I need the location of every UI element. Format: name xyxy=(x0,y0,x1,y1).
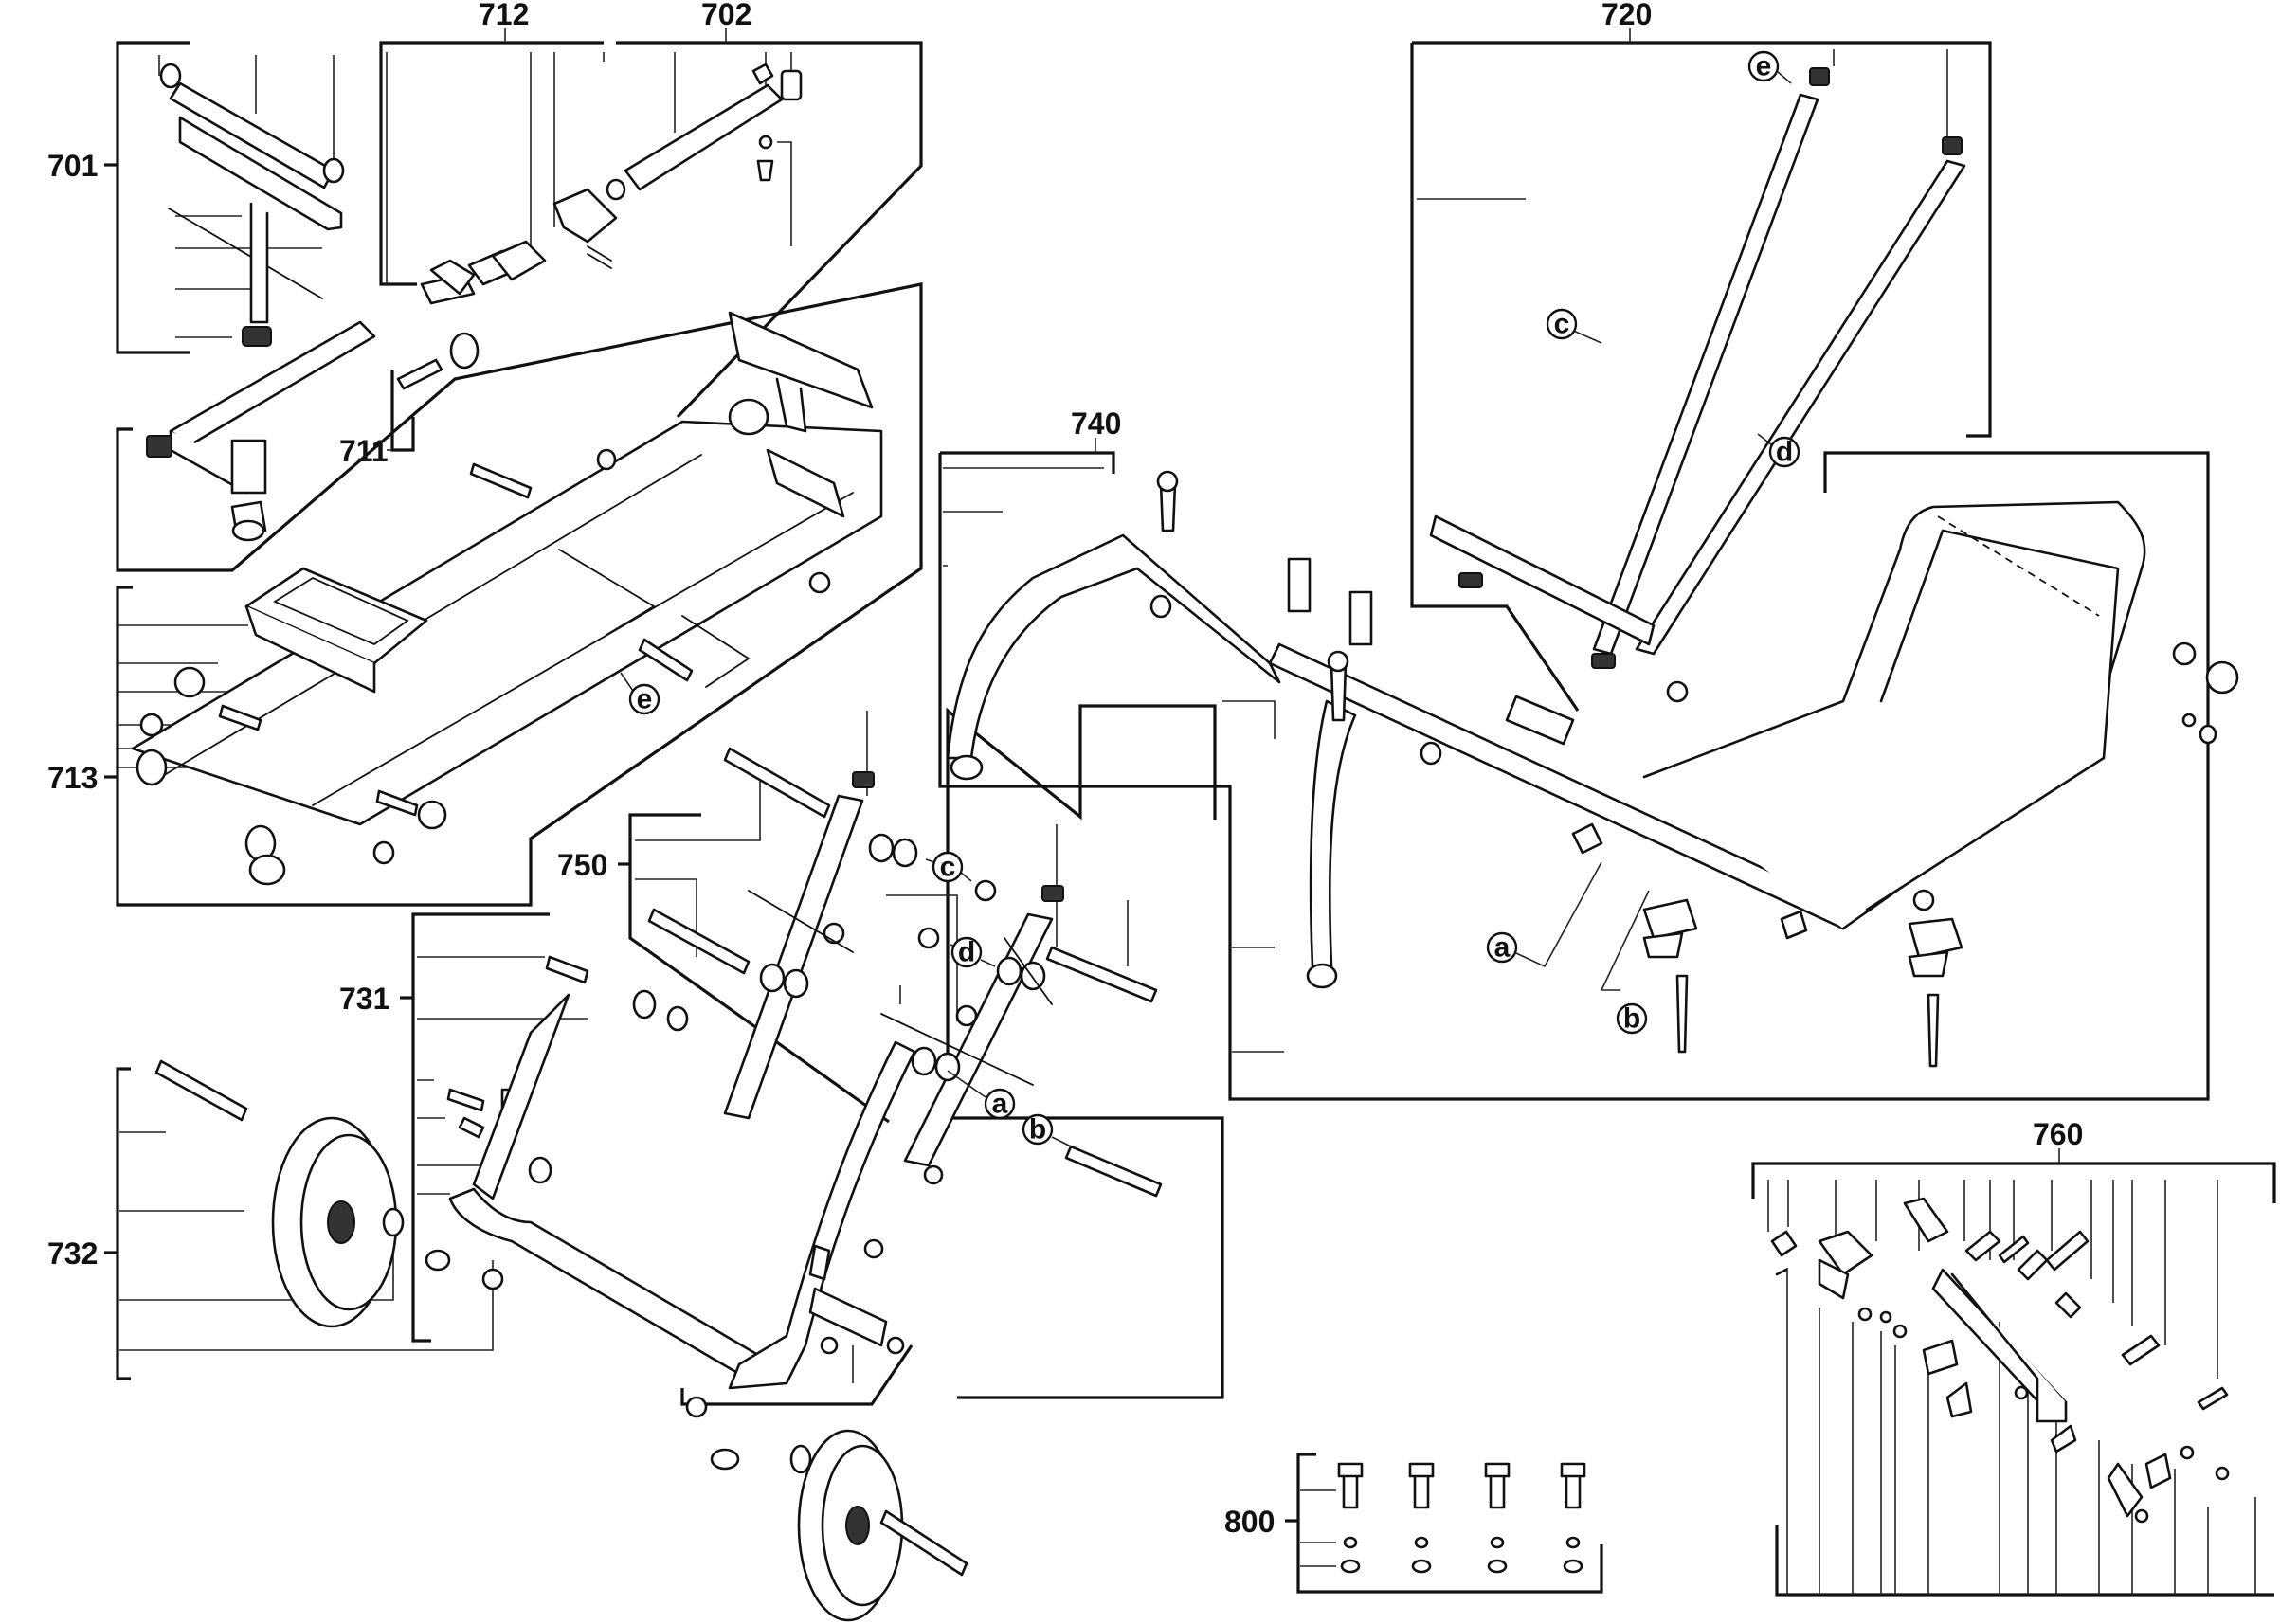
extension-tubes-720 xyxy=(1429,67,1966,669)
group-label-750: 750 xyxy=(557,848,607,882)
lock-parts-712 xyxy=(396,178,626,390)
group-label-740: 740 xyxy=(1071,406,1121,441)
group-label-720: 720 xyxy=(1601,0,1652,31)
group-701-lower xyxy=(116,282,923,907)
bolt-set-column xyxy=(1560,1462,1586,1574)
callout-e-tube: e xyxy=(1747,51,1792,84)
group-label-731: 731 xyxy=(339,982,389,1016)
wheel-assembly-732 xyxy=(154,1059,968,1622)
svg-text:e: e xyxy=(1756,51,1772,82)
group-label-800: 800 xyxy=(1224,1505,1275,1539)
group-712: 712 xyxy=(379,0,605,286)
group-702: 702 xyxy=(616,0,923,419)
svg-text:e: e xyxy=(637,684,653,715)
main-frame-711-713 xyxy=(131,311,883,886)
callout-d-tube: d xyxy=(1757,433,1800,468)
callout-d-arm: d xyxy=(950,937,996,968)
fence-bar-702 xyxy=(624,63,803,191)
callout-a-leg: a xyxy=(1486,861,1602,968)
callout-e-frame: e xyxy=(620,672,660,715)
group-760: 760 xyxy=(1751,1117,2276,1597)
group-740: 740 xyxy=(938,406,2210,1101)
bracket-assembly-760 xyxy=(1770,1197,2230,1524)
base-frame-731 xyxy=(425,955,916,1471)
svg-text:d: d xyxy=(1776,437,1793,468)
group-701: 701 xyxy=(47,41,335,354)
roller-assembly-701 xyxy=(159,63,345,347)
svg-text:a: a xyxy=(1494,932,1511,964)
svg-text:b: b xyxy=(1029,1114,1046,1146)
group-label-712: 712 xyxy=(479,0,529,31)
svg-text:b: b xyxy=(1623,1003,1640,1035)
bolt-set-column xyxy=(1337,1462,1364,1574)
group-label-760: 760 xyxy=(2033,1117,2083,1151)
group-label-711: 711 xyxy=(339,434,389,468)
svg-text:a: a xyxy=(992,1089,1008,1120)
bolt-set-800 xyxy=(1337,1462,1586,1574)
svg-text:d: d xyxy=(958,937,975,968)
bolt-set-column xyxy=(1408,1462,1435,1574)
group-label-701: 701 xyxy=(47,149,98,183)
bolt-set-column xyxy=(1484,1462,1511,1574)
callout-a-arm: a xyxy=(947,1070,1016,1120)
callout-c-tube: c xyxy=(1546,309,1602,344)
group-731: 731 xyxy=(339,912,588,1343)
group-732: 732 xyxy=(47,1067,494,1380)
support-arm-701 xyxy=(146,320,376,542)
callout-c-arm: c xyxy=(925,852,972,883)
svg-text:c: c xyxy=(1554,309,1570,340)
callout-b-leg: b xyxy=(1600,890,1650,1035)
swing-arms-750 xyxy=(647,747,1163,1198)
group-label-713: 713 xyxy=(47,761,98,795)
callout-b-arm: b xyxy=(1022,1114,1072,1147)
group-label-732: 732 xyxy=(47,1236,98,1271)
group-800: 800 xyxy=(1224,1453,1603,1594)
group-720: 720 xyxy=(1410,0,1992,712)
leg-frame-740 xyxy=(946,470,2239,1068)
svg-text:c: c xyxy=(940,852,956,883)
group-711: 711 xyxy=(339,370,415,468)
group-label-702: 702 xyxy=(701,0,751,31)
